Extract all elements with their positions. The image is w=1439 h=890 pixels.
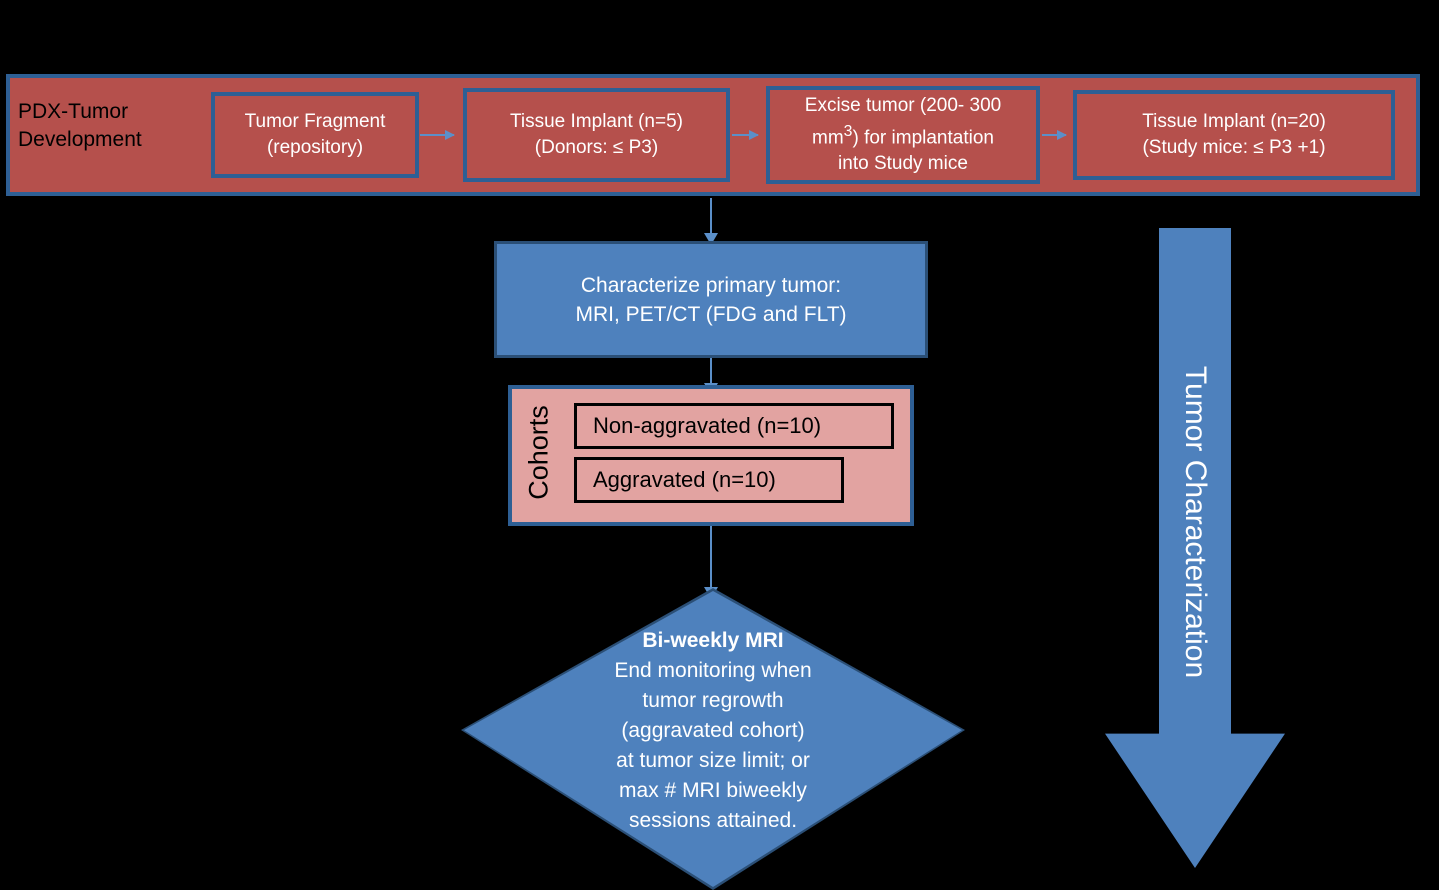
decision-line-5: max # MRI biweekly bbox=[619, 779, 807, 802]
decision-line-4: at tumor size limit; or bbox=[616, 749, 810, 772]
decision-diamond[interactable]: Bi-weekly MRI End monitoring when tumor … bbox=[461, 588, 965, 890]
step-tumor-fragment[interactable]: Tumor Fragment (repository) bbox=[211, 92, 419, 178]
decision-line-3: (aggravated cohort) bbox=[621, 719, 805, 742]
decision-line-2: tumor regrowth bbox=[642, 689, 784, 712]
connector-arrow-right-3 bbox=[1042, 130, 1067, 140]
step-tissue-implant-donors[interactable]: Tissue Implant (n=5) (Donors: ≤ P3) bbox=[463, 88, 730, 182]
cohort-aggravated-label: Aggravated (n=10) bbox=[593, 467, 776, 492]
step-tissue-implant-donors-line2: (Donors: ≤ P3) bbox=[534, 137, 659, 158]
connector-arrow-down-1 bbox=[704, 198, 718, 245]
step-tissue-implant-study[interactable]: Tissue Implant (n=20) (Study mice: ≤ P3 … bbox=[1073, 90, 1395, 180]
step-tumor-fragment-line2: (repository) bbox=[266, 137, 364, 158]
cohort-aggravated[interactable]: Aggravated (n=10) bbox=[574, 457, 844, 503]
decision-diamond-text: Bi-weekly MRI End monitoring when tumor … bbox=[461, 626, 965, 836]
step-excise-tumor-superscript: 3 bbox=[843, 122, 853, 140]
characterize-line2: MRI, PET/CT (FDG and FLT) bbox=[575, 302, 847, 326]
step-tissue-implant-study-line1: Tissue Implant (n=20) bbox=[1142, 111, 1326, 132]
decision-line-6: sessions attained. bbox=[628, 809, 798, 832]
cohort-non-aggravated-label: Non-aggravated (n=10) bbox=[593, 413, 822, 438]
step-excise-tumor-line2-post: ) for implantation bbox=[852, 127, 994, 149]
step-tumor-fragment-line1: Tumor Fragment bbox=[244, 111, 386, 132]
step-excise-tumor-line2-pre: mm bbox=[812, 127, 844, 149]
cohorts-container: Cohorts Non-aggravated (n=10) Aggravated… bbox=[508, 385, 914, 526]
connector-arrow-right-2 bbox=[732, 130, 759, 140]
characterize-primary-tumor-box[interactable]: Characterize primary tumor: MRI, PET/CT … bbox=[494, 241, 928, 358]
step-tissue-implant-study-line2: (Study mice: ≤ P3 +1) bbox=[1142, 137, 1326, 158]
decision-heading: Bi-weekly MRI bbox=[642, 629, 784, 652]
step-excise-tumor[interactable]: Excise tumor (200- 300 mm3) for implanta… bbox=[766, 86, 1040, 184]
connector-arrow-down-2 bbox=[704, 358, 718, 395]
cohorts-label: Cohorts bbox=[523, 405, 554, 500]
block-arrow-label: Tumor Characterization bbox=[1179, 366, 1212, 679]
step-excise-tumor-line1: Excise tumor (200- 300 bbox=[804, 94, 1002, 116]
connector-arrow-right-1 bbox=[420, 130, 455, 140]
tumor-characterization-block-arrow: Tumor Characterization bbox=[1105, 228, 1285, 868]
characterize-line1: Characterize primary tumor: bbox=[580, 273, 842, 297]
cohort-non-aggravated[interactable]: Non-aggravated (n=10) bbox=[574, 403, 894, 449]
step-tissue-implant-donors-line1: Tissue Implant (n=5) bbox=[509, 111, 683, 132]
step-excise-tumor-line3: into Study mice bbox=[838, 153, 968, 175]
connector-arrow-down-3 bbox=[704, 526, 718, 599]
band-label: PDX-Tumor Development bbox=[18, 100, 142, 151]
decision-line-1: End monitoring when bbox=[614, 659, 812, 682]
